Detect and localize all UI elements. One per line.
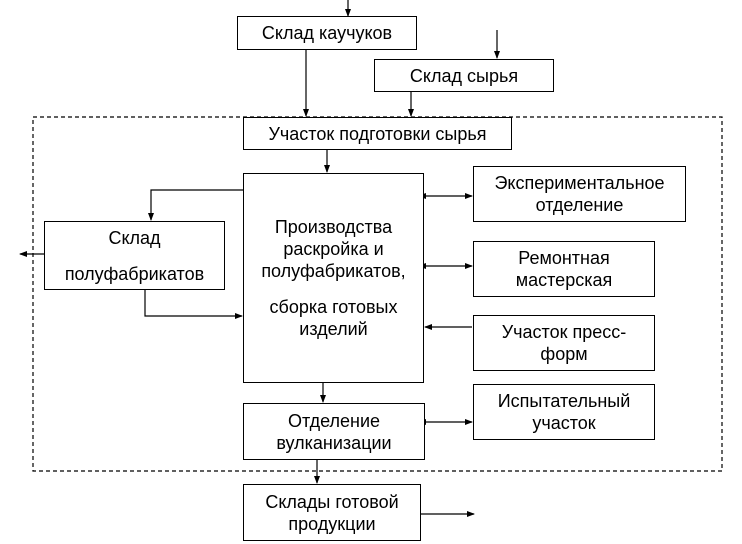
semi-warehouse-line-1: Склад [108,227,161,248]
rubber-warehouse-box: Склад каучуков [237,16,417,50]
repair-box: Ремонтная мастерская [473,241,655,297]
production-line-4: сборка готовых [269,297,398,317]
semi-warehouse-line-2: полуфабрикатов [64,263,205,284]
experimental-line-2: отделение [535,195,624,215]
finished-warehouse-line-1: Склады готовой [265,491,399,512]
finished-warehouse-line-2: продукции [288,513,376,534]
press-forms-line-2: форм [540,344,588,364]
vulcanization-box: Отделение вулканизации [243,403,425,460]
semi-warehouse-box: Склад полуфабрикатов [44,221,225,290]
testing-line-2: участок [532,413,596,433]
production-line-5: изделий [299,319,368,339]
press-forms-box: Участок пресс- форм [473,315,655,371]
press-forms-line-1: Участок пресс- [501,322,627,342]
production-box: Производства раскройка и полуфабрикатов,… [243,173,424,383]
vulcanization-line-2: вулканизации [276,432,392,453]
testing-line-1: Испытательный [497,391,631,411]
experimental-box: Экспериментальное отделение [473,166,686,222]
repair-line-1: Ремонтная [518,248,610,268]
finished-warehouse-box: Склады готовой продукции [243,484,421,541]
raw-warehouse-box: Склад сырья [374,59,554,92]
repair-line-2: мастерская [515,270,613,290]
arrow-semi-to-production [144,290,243,319]
production-line-1: Производства [274,217,393,237]
production-line-3: полуфабрикатов, [261,261,406,281]
vulcanization-line-1: Отделение [287,410,381,431]
experimental-line-1: Экспериментальное [494,173,665,193]
testing-box: Испытательный участок [473,384,655,440]
raw-prep-box: Участок подготовки сырья [243,117,512,150]
raw-prep-label: Участок подготовки сырья [268,123,487,144]
arrow-production-to-semi [148,189,243,221]
raw-warehouse-label: Склад сырья [409,65,519,86]
production-line-2: раскройка и [283,239,384,259]
rubber-warehouse-label: Склад каучуков [261,23,393,43]
